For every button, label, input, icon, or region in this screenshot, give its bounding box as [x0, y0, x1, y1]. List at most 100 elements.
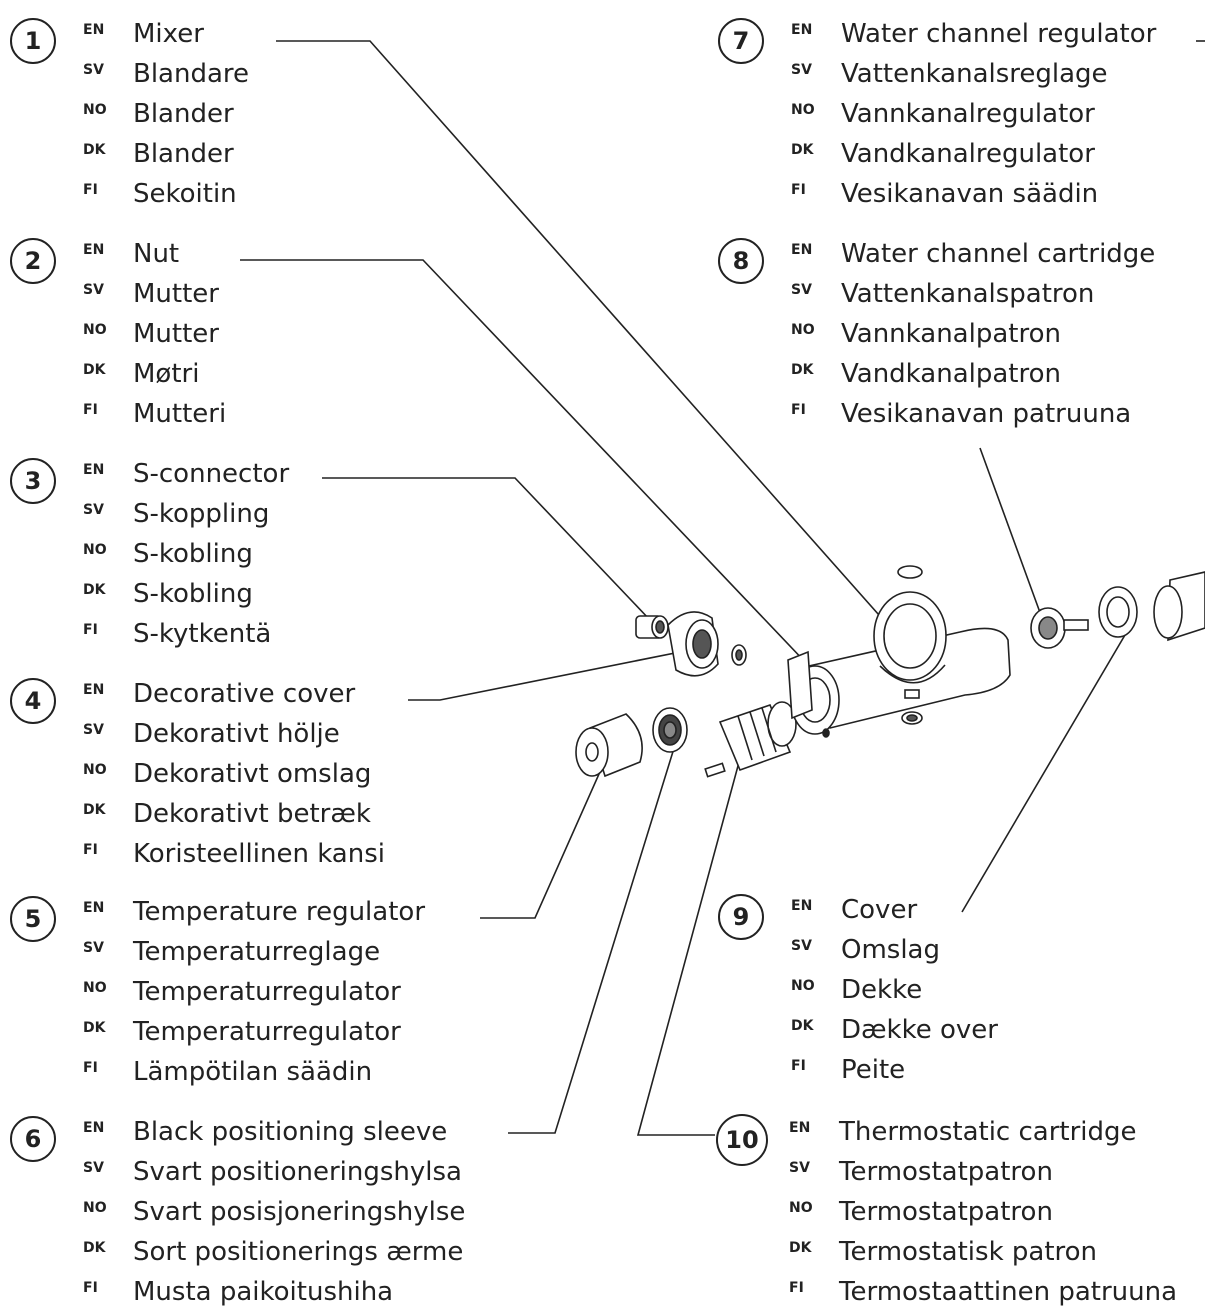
- part-name-fi: Vesikanavan säädin: [841, 179, 1099, 209]
- part-number-badge: 7: [718, 18, 764, 64]
- part-name-en: Cover: [841, 895, 918, 925]
- part-name-sv: S-koppling: [133, 499, 270, 529]
- lang-code-dk: DK: [83, 1240, 106, 1256]
- part-number-badge: 2: [10, 238, 56, 284]
- lang-code-no: NO: [789, 1200, 813, 1216]
- lang-code-no: NO: [83, 1200, 107, 1216]
- part-name-dk: Termostatisk patron: [839, 1237, 1098, 1267]
- lang-code-no: NO: [83, 542, 107, 558]
- part-name-fi: Sekoitin: [133, 179, 237, 209]
- part-name-fi: Mutteri: [133, 399, 227, 429]
- leader-line-3: [322, 477, 651, 621]
- lang-code-fi: FI: [789, 1280, 804, 1296]
- part-name-fi: Vesikanavan patruuna: [841, 399, 1132, 429]
- lang-code-fi: FI: [83, 842, 98, 858]
- part-name-en: Water channel regulator: [841, 19, 1157, 49]
- part-name-no: Vannkanalpatron: [841, 319, 1061, 349]
- s-connector-part: [635, 615, 669, 639]
- lang-code-sv: SV: [83, 722, 104, 738]
- lang-code-fi: FI: [83, 1060, 98, 1076]
- lang-code-sv: SV: [83, 940, 104, 956]
- part-name-sv: Temperaturreglage: [133, 937, 381, 967]
- leader-line-4: [408, 649, 691, 701]
- lang-code-sv: SV: [791, 938, 812, 954]
- assembly-parts: [575, 565, 1205, 778]
- lang-code-no: NO: [83, 322, 107, 338]
- lang-code-en: EN: [83, 900, 105, 916]
- part-name-fi: S-kytkentä: [133, 619, 272, 649]
- lang-code-sv: SV: [83, 502, 104, 518]
- lang-code-fi: FI: [83, 622, 98, 638]
- part-name-fi: Termostaattinen patruuna: [839, 1277, 1178, 1307]
- part-name-en: Temperature regulator: [133, 897, 426, 927]
- part-name-sv: Mutter: [133, 279, 219, 309]
- part-name-sv: Omslag: [841, 935, 940, 965]
- part-name-fi: Lämpötilan säädin: [133, 1057, 373, 1087]
- lang-code-sv: SV: [83, 282, 104, 298]
- water-channel-cartridge-part: [1030, 607, 1089, 649]
- lang-code-en: EN: [83, 682, 105, 698]
- part-name-no: Temperaturregulator: [133, 977, 401, 1007]
- lang-code-no: NO: [791, 978, 815, 994]
- part-name-dk: Temperaturregulator: [133, 1017, 401, 1047]
- part-name-dk: Dække over: [841, 1015, 998, 1045]
- part-name-fi: Peite: [841, 1055, 906, 1085]
- part-name-dk: Vandkanalregulator: [841, 139, 1095, 169]
- part-name-en: Decorative cover: [133, 679, 356, 709]
- part-number-badge: 5: [10, 896, 56, 942]
- part-number-badge: 8: [718, 238, 764, 284]
- part-name-dk: Sort positionerings ærme: [133, 1237, 464, 1267]
- lang-code-dk: DK: [83, 142, 106, 158]
- lang-code-dk: DK: [791, 362, 814, 378]
- part-name-en: Mixer: [133, 19, 204, 49]
- part-number-badge: 3: [10, 458, 56, 504]
- lang-code-en: EN: [791, 242, 813, 258]
- lang-code-sv: SV: [791, 62, 812, 78]
- lang-code-en: EN: [83, 462, 105, 478]
- part-name-sv: Svart positioneringshylsa: [133, 1157, 462, 1187]
- part-name-no: Blander: [133, 99, 234, 129]
- leader-line-9: [961, 634, 1126, 913]
- lang-code-dk: DK: [791, 142, 814, 158]
- part-name-no: Vannkanalregulator: [841, 99, 1095, 129]
- lang-code-fi: FI: [791, 182, 806, 198]
- lang-code-en: EN: [83, 22, 105, 38]
- cover-part: [1098, 586, 1138, 638]
- lang-code-en: EN: [83, 242, 105, 258]
- leader-line-8: [979, 447, 1043, 619]
- lang-code-en: EN: [791, 898, 813, 914]
- part-name-dk: Møtri: [133, 359, 200, 389]
- part-name-no: Svart posisjoneringshylse: [133, 1197, 466, 1227]
- part-name-no: Mutter: [133, 319, 219, 349]
- lang-code-en: EN: [789, 1120, 811, 1136]
- lang-code-no: NO: [83, 980, 107, 996]
- lang-code-fi: FI: [83, 182, 98, 198]
- part-name-sv: Dekorativt hölje: [133, 719, 340, 749]
- part-name-sv: Vattenkanalspatron: [841, 279, 1095, 309]
- lang-code-sv: SV: [83, 1160, 104, 1176]
- part-name-sv: Blandare: [133, 59, 250, 89]
- thermostatic-cartridge-part: [704, 701, 797, 778]
- part-number-badge: 9: [718, 894, 764, 940]
- part-name-fi: Koristeellinen kansi: [133, 839, 385, 869]
- lang-code-dk: DK: [789, 1240, 812, 1256]
- temperature-regulator-part: [575, 713, 643, 778]
- leader-line-2: [240, 259, 809, 666]
- lang-code-fi: FI: [83, 1280, 98, 1296]
- part-name-no: Termostatpatron: [839, 1197, 1053, 1227]
- decorative-cover-part: [667, 611, 719, 677]
- lang-code-sv: SV: [83, 62, 104, 78]
- lang-code-no: NO: [83, 102, 107, 118]
- leader-line-5: [480, 737, 616, 919]
- part-name-sv: Vattenkanalsreglage: [841, 59, 1108, 89]
- part-name-sv: Termostatpatron: [839, 1157, 1053, 1187]
- part-name-fi: Musta paikoitushiha: [133, 1277, 394, 1307]
- part-number-badge: 4: [10, 678, 56, 724]
- part-name-en: Nut: [133, 239, 180, 269]
- part-name-dk: Blander: [133, 139, 234, 169]
- part-name-dk: Vandkanalpatron: [841, 359, 1061, 389]
- part-number-badge: 10: [716, 1114, 768, 1166]
- lang-code-no: NO: [791, 322, 815, 338]
- lang-code-fi: FI: [83, 402, 98, 418]
